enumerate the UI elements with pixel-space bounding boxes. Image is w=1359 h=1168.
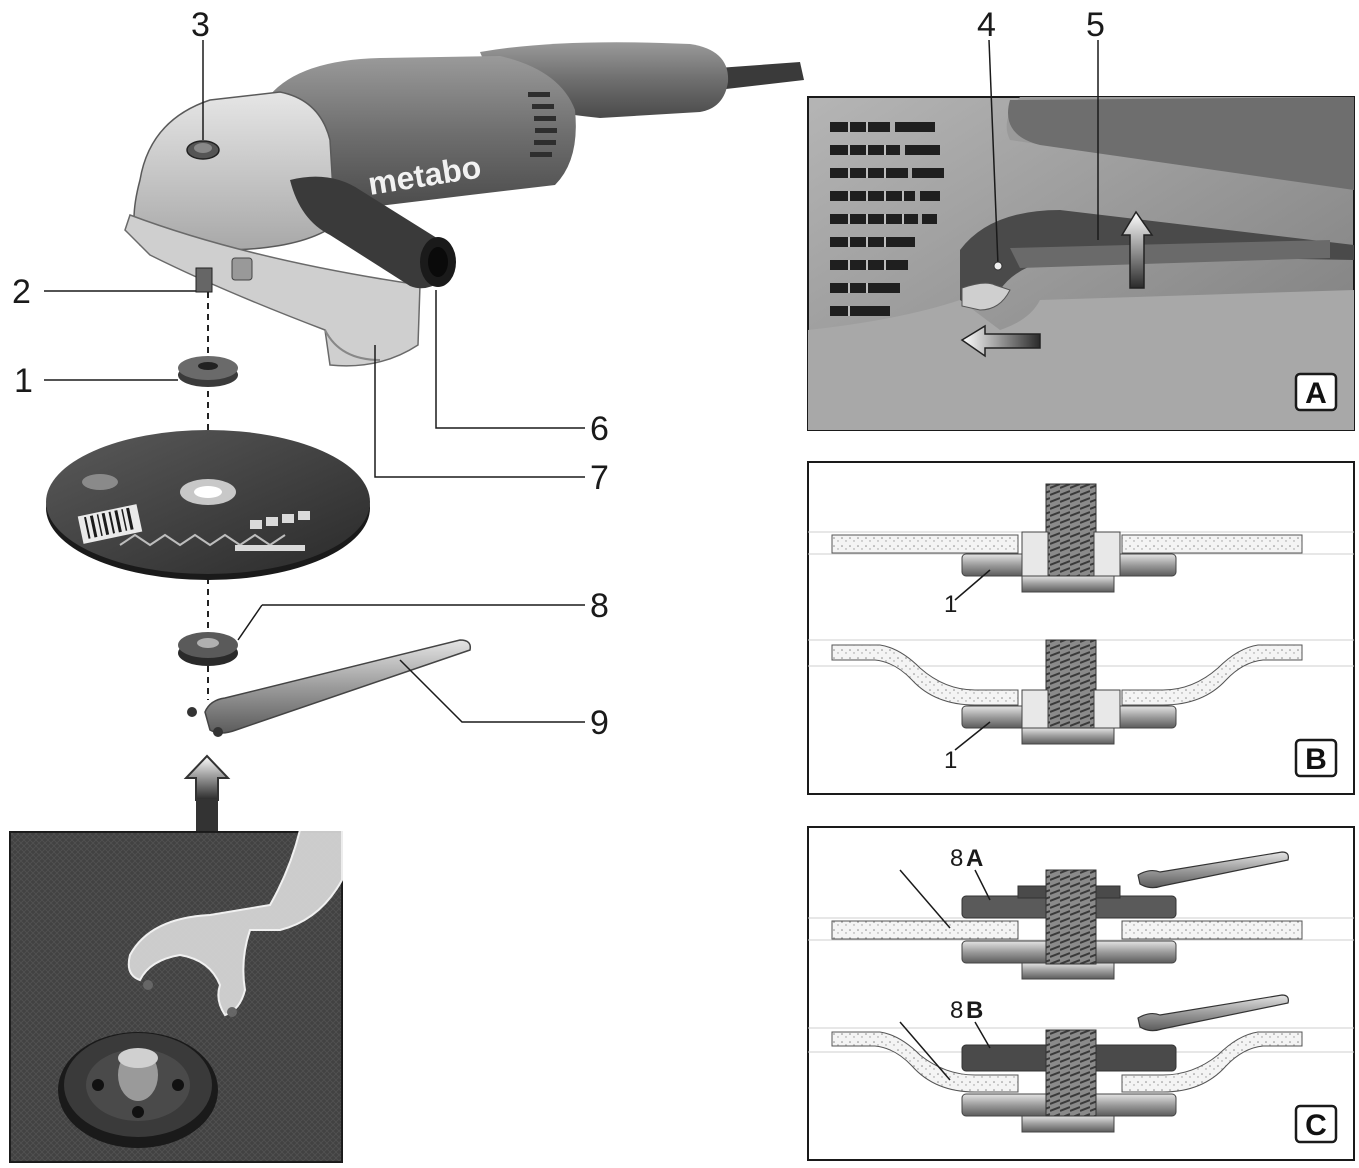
panel-c-label-bottom-num: 8 [950,997,963,1024]
spindle [195,267,213,293]
support-flange [178,356,238,387]
callout-6: 6 [590,410,609,448]
callout-2: 2 [12,273,31,311]
panel-a: A [807,39,1355,431]
callout-5: 5 [1086,6,1105,44]
callout-7: 7 [590,459,609,497]
callout-4: 4 [977,6,996,44]
panel-b-label-flange-top: 1 [944,591,957,618]
panel-c-label-top-num: 8 [950,845,963,872]
callout-8: 8 [590,587,609,625]
cutting-disc [46,430,370,580]
panel-a-letter: A [1305,377,1327,410]
wheel-guard [124,214,421,367]
callout-9: 9 [590,704,609,742]
panel-c-label-top-letter: A [966,845,983,872]
panel-c-letter: C [1305,1109,1327,1142]
panel-c-label-bottom-letter: B [966,997,983,1024]
switch-lock [961,282,1011,311]
panel-b: 1 1 B [807,461,1355,795]
callout-3: 3 [191,6,210,44]
motor-housing [270,56,576,212]
clamping-nut [178,632,238,666]
vent-grid [830,122,944,316]
callout-lines [44,40,585,723]
up-arrow-icon [183,754,231,801]
panel-c: 8 A 8 B C [807,826,1355,1161]
trigger-switch [1010,240,1330,268]
panel-b-label-flange-bottom: 1 [944,747,957,774]
side-handle [290,176,448,289]
spanner-inset-photo [9,829,343,1163]
arrow-left-icon [960,324,1041,358]
arrow-up-icon [1120,210,1154,289]
spanner-pictogram-top [1137,851,1289,889]
angle-grinder-illustration: metabo [124,42,804,367]
panel-b-letter: B [1305,743,1327,776]
spanner-pictogram-bottom [1137,994,1289,1032]
callout-1: 1 [14,362,33,400]
